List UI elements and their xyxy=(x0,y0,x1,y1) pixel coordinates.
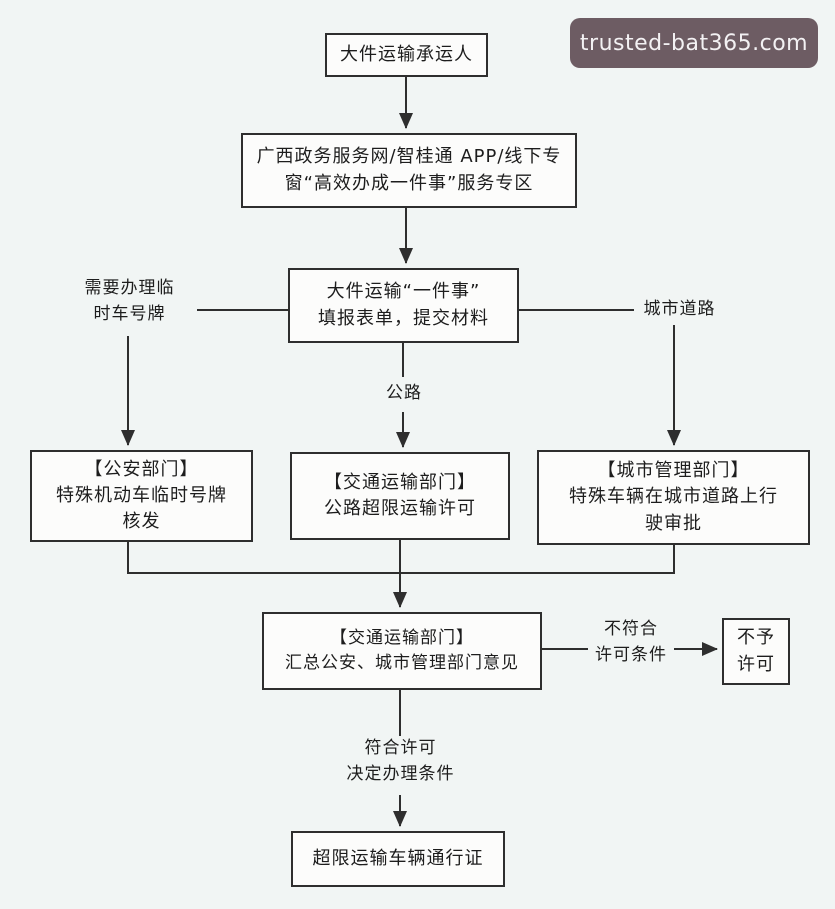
node-line: 许可 xyxy=(737,653,775,675)
edge-label-line: 城市道路 xyxy=(643,299,716,319)
node-line: 特殊机动车临时号牌 xyxy=(56,484,227,506)
node-line: 窗“高效办成一件事”服务专区 xyxy=(284,172,534,194)
edge-label-not-qualified: 不符合 许可条件 xyxy=(586,617,676,668)
node-line: 汇总公安、城市管理部门意见 xyxy=(285,653,519,673)
node-city-mgmt: 【城市管理部门】 特殊车辆在城市道路上行 驶审批 xyxy=(537,450,810,545)
edge-label-qualified: 符合许可 决定办理条件 xyxy=(328,736,473,787)
node-line: 【交通运输部门】 xyxy=(324,471,476,493)
edge-label-line: 公路 xyxy=(386,383,422,403)
edge-label-highway: 公路 xyxy=(374,381,434,407)
node-highway-permit: 【交通运输部门】 公路超限运输许可 xyxy=(290,452,510,540)
edge-label-line: 决定办理条件 xyxy=(346,763,455,784)
node-line: 特殊车辆在城市道路上行 xyxy=(569,486,778,508)
edge-label-city-road: 城市道路 xyxy=(632,297,727,323)
node-police: 【公安部门】 特殊机动车临时号牌 核发 xyxy=(30,450,253,542)
node-summary: 【交通运输部门】 汇总公安、城市管理部门意见 xyxy=(262,612,542,690)
node-permit: 超限运输车辆通行证 xyxy=(291,831,505,887)
node-line: 大件运输“一件事” xyxy=(326,281,481,303)
edge-label-line: 许可条件 xyxy=(595,644,667,665)
node-portal: 广西政务服务网/智桂通 APP/线下专 窗“高效办成一件事”服务专区 xyxy=(241,133,577,208)
watermark-text: trusted-bat365.com xyxy=(579,30,809,56)
node-line: 【城市管理部门】 xyxy=(597,460,750,482)
edge-label-line: 时车号牌 xyxy=(93,303,166,324)
edge-label-temp-plate: 需要办理临 时车号牌 xyxy=(62,276,197,327)
node-line: 公路超限运输许可 xyxy=(324,498,476,519)
edge-label-line: 符合许可 xyxy=(364,738,437,758)
node-line: 【交通运输部门】 xyxy=(330,628,474,649)
node-line: 【公安部门】 xyxy=(84,458,199,480)
node-line: 超限运输车辆通行证 xyxy=(312,847,484,869)
node-line: 大件运输承运人 xyxy=(340,43,473,65)
node-one-thing: 大件运输“一件事” 填报表单，提交材料 xyxy=(288,268,519,343)
edge-label-line: 不符合 xyxy=(604,619,658,639)
edge-label-line: 需要办理临 xyxy=(84,278,175,298)
node-line: 不予 xyxy=(737,627,775,649)
node-line: 填报表单，提交材料 xyxy=(318,307,489,329)
node-line: 广西政务服务网/智桂通 APP/线下专 xyxy=(256,146,562,168)
watermark-badge: trusted-bat365.com xyxy=(570,18,818,68)
node-line: 核发 xyxy=(122,511,161,533)
node-line: 驶审批 xyxy=(645,512,702,534)
node-carrier: 大件运输承运人 xyxy=(325,33,488,77)
node-deny: 不予 许可 xyxy=(722,618,790,685)
